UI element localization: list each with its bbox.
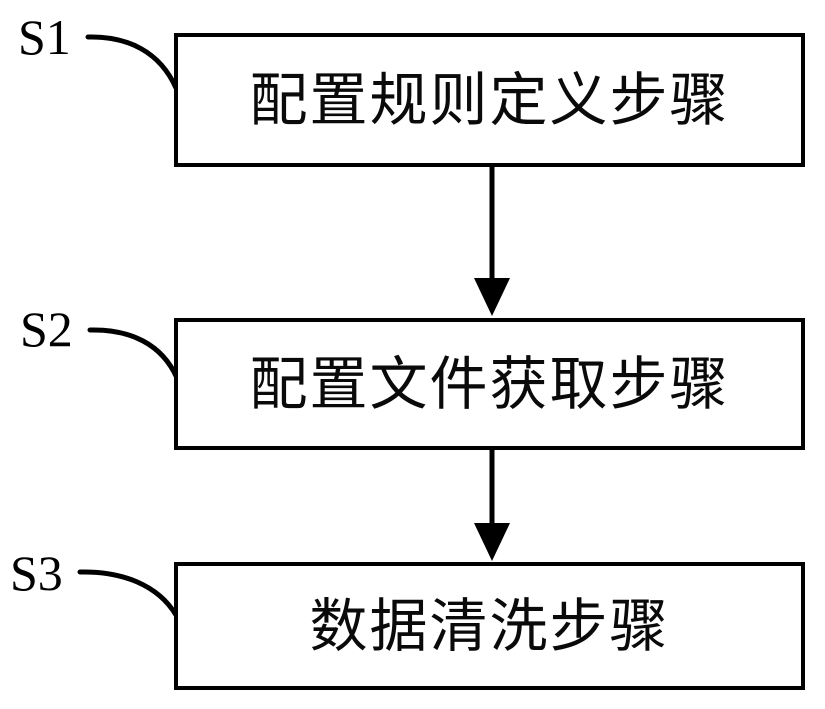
step-reference-tag-s2: S2 (20, 301, 73, 357)
leader-line-s3 (77, 569, 179, 618)
step-reference-tag-s3: S3 (10, 545, 63, 601)
leader-line-s2 (87, 327, 180, 381)
arrow-s2-to-s3 (474, 450, 510, 561)
step-reference-tag-s1: S1 (18, 9, 71, 65)
arrow-s1-to-s2 (474, 167, 510, 316)
process-box-s1: 配置规则定义步骤 (174, 33, 805, 167)
process-box-label-s1: 配置规则定义步骤 (249, 66, 730, 134)
process-box-label-s2: 配置文件获取步骤 (249, 350, 730, 418)
leader-line-s1 (85, 34, 179, 91)
process-box-label-s3: 数据清洗步骤 (309, 592, 670, 660)
process-box-s2: 配置文件获取步骤 (174, 318, 805, 450)
process-box-s3: 数据清洗步骤 (174, 562, 805, 690)
